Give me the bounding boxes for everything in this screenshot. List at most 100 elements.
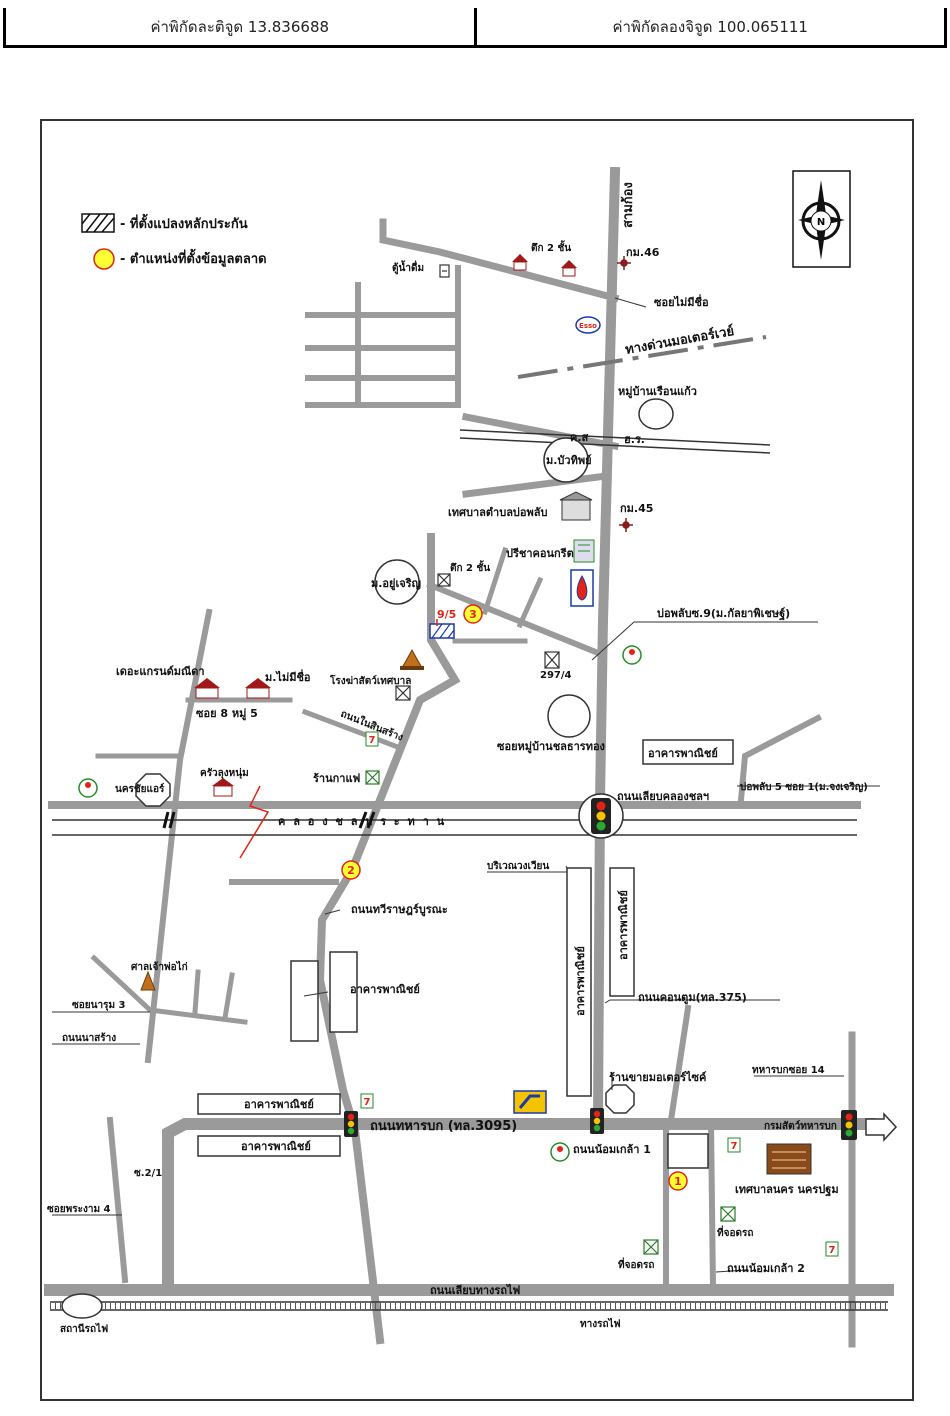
- road-s21: [106, 1116, 129, 1284]
- octagon-nakhon-chai: [135, 773, 171, 807]
- house-icon: [245, 678, 271, 699]
- label-mu-mai-mi-chue: ม.ไม่มีชื่อ: [265, 669, 311, 684]
- label-khontum: ถนนคอนตูม(ทล.375): [638, 991, 747, 1005]
- circle-station: [61, 1293, 103, 1319]
- label-thesaban-nakhon: เทศบาลนคร นครปฐม: [735, 1183, 839, 1197]
- pointer-lines: [52, 297, 880, 1273]
- arkarn-bottom-2: [197, 1135, 341, 1157]
- collateral-number: 9/5: [437, 608, 456, 621]
- arkarn-mid-b: [329, 951, 358, 1033]
- label-arkarn-mid: อาคารพาณิชย์: [350, 983, 420, 996]
- house-icon: [194, 678, 220, 699]
- label-mu-buathip: ม.บัวทิพย์: [546, 454, 592, 467]
- arkarn-bottom-1: [197, 1093, 341, 1115]
- shrine-icon: [140, 970, 156, 991]
- label-nakhon-chai: นครชัยแอร์: [115, 783, 165, 795]
- road-thahan-bok: [162, 1118, 876, 1296]
- market-marker-2: 2: [341, 860, 361, 880]
- legend-market-label: - ตำแหน่งที่ตั้งข้อมูลตลาด: [120, 248, 267, 267]
- label-soi-phra: ซอยพระงาม 4: [47, 1204, 111, 1215]
- label-preecha: ปรีชาคอนกรีต: [506, 547, 574, 560]
- parking-icon: [720, 1206, 736, 1222]
- market-markers: 1 2 3: [341, 604, 688, 1191]
- road-thanon-sin: [301, 708, 399, 750]
- label-s21: ซ.2/1: [134, 1168, 162, 1179]
- cafe-icon: [365, 770, 380, 785]
- label-arkarn-b2: อาคารพาณิชย์: [241, 1140, 311, 1153]
- svg-text:Esso: Esso: [579, 322, 597, 330]
- road-narum-b2: [222, 972, 235, 1021]
- parking-icon: [643, 1239, 659, 1255]
- longitude-cell: ค่าพิกัดลองจิจูด 100.065111: [473, 8, 945, 45]
- direction-arrow-icon: [865, 1112, 898, 1142]
- label-muban-ruean-kaeo: หมู่บ้านเรือนแก้ว: [618, 385, 697, 399]
- municipal-office-icon: [559, 491, 593, 521]
- parking-icons: [365, 770, 736, 1255]
- label-thanon-na-sang: ถนนนาสร้าง: [62, 1032, 116, 1044]
- label-parking-1: ที่จอดรถ: [717, 1225, 753, 1239]
- arkarn-right: [642, 739, 734, 765]
- rail-top-b: [459, 437, 771, 454]
- label-soi-mai-mi-chue: ซอยไม่มีชื่อ: [654, 294, 709, 309]
- road-pho-phlap5: [737, 713, 823, 804]
- marker-3-label: 3: [469, 608, 477, 621]
- box-x-icon: [395, 685, 411, 701]
- bangchak-icon: [513, 1090, 547, 1114]
- city-hall-icon: [766, 1143, 812, 1175]
- road-thawi: [315, 533, 461, 1345]
- label-krom: กรมสัตว์ทหารบก: [764, 1120, 837, 1132]
- label-soi8: ซอย 8 หมู่ 5: [196, 707, 258, 721]
- road-nong-kla2: [707, 1120, 717, 1292]
- label-km45: กม.45: [620, 502, 653, 515]
- marker-2-label: 2: [347, 864, 355, 877]
- box-x-icon: [544, 651, 560, 669]
- collateral-plot: 9/5: [429, 608, 456, 639]
- market-marker-1: 1: [668, 1171, 688, 1191]
- label-thesaban-pho: เทศบาลตำบลบ่อพลับ: [448, 506, 548, 519]
- label-cafe: ร้านกาแฟ: [313, 772, 361, 785]
- label-nong-kla1: ถนนน้อมเกล้า 1: [573, 1143, 651, 1156]
- circle-buathip: [543, 437, 589, 483]
- restaurant-icon: [622, 645, 642, 665]
- market-marker-3: 3: [463, 604, 483, 624]
- seven-eleven-icon: 7: [825, 1241, 839, 1257]
- road-branch-2: [516, 576, 544, 629]
- seven-eleven-icon: 7: [360, 1093, 374, 1109]
- label-sam-kong: สามก้อง: [620, 182, 636, 228]
- arkarn-mid-a: [290, 960, 319, 1042]
- road-west: [144, 608, 213, 1064]
- label-rail-top-a: ค.ส: [570, 431, 589, 444]
- label-saan: ศาลเจ้าพ่อไก่: [131, 960, 188, 973]
- label-arkarn-right: อาคารพาณิชย์: [648, 747, 718, 760]
- esso-icon: Esso: [575, 316, 601, 334]
- main-highway: [592, 166, 621, 1126]
- label-parking-2: ที่จอดรถ: [618, 1257, 654, 1271]
- rail-top-a: [459, 429, 771, 446]
- market-data-legend-icon: [93, 248, 115, 270]
- label-arkarn-v2: อาคารพาณิชย์: [617, 890, 630, 960]
- box-x-icon: [437, 573, 451, 587]
- label-thahan-14: ทหารบกซอย 14: [752, 1065, 825, 1076]
- label-thanon-liap-khlong: ถนนเลียบคลองชลฯ: [617, 790, 709, 803]
- latitude-cell: ค่าพิกัดละติจูด 13.836688: [150, 17, 330, 36]
- atm-icon: [439, 264, 450, 278]
- road-network: [44, 166, 894, 1348]
- octagon-motorcycle: [605, 1084, 635, 1114]
- road-297: [426, 581, 607, 659]
- arkarn-vertical-1: [566, 867, 592, 1097]
- north-arrow-icon: [816, 180, 826, 214]
- circle-chonthan: [547, 694, 591, 738]
- legend: - ที่ตั้งแปลงหลักประกัน - ตำแหน่งที่ตั้ง…: [81, 213, 267, 270]
- collateral-boundary-mark: [239, 785, 270, 859]
- label-arkarn-v1: อาคารพาณิชย์: [574, 946, 587, 1016]
- label-motorcycle: ร้านขายมอเตอร์ไซค์: [609, 1070, 706, 1084]
- house-icon: [561, 260, 577, 277]
- label-rail-top-b: ฮ.ร.: [624, 433, 645, 446]
- compass: N: [792, 170, 851, 268]
- km-post-icon: [617, 256, 631, 270]
- circle-ruean-kaeo: [638, 398, 674, 430]
- commercial-buildings: [197, 739, 734, 1169]
- landmark-box-icons: [395, 264, 560, 701]
- railway-track: [50, 1301, 888, 1311]
- svg-text:7: 7: [829, 1245, 836, 1256]
